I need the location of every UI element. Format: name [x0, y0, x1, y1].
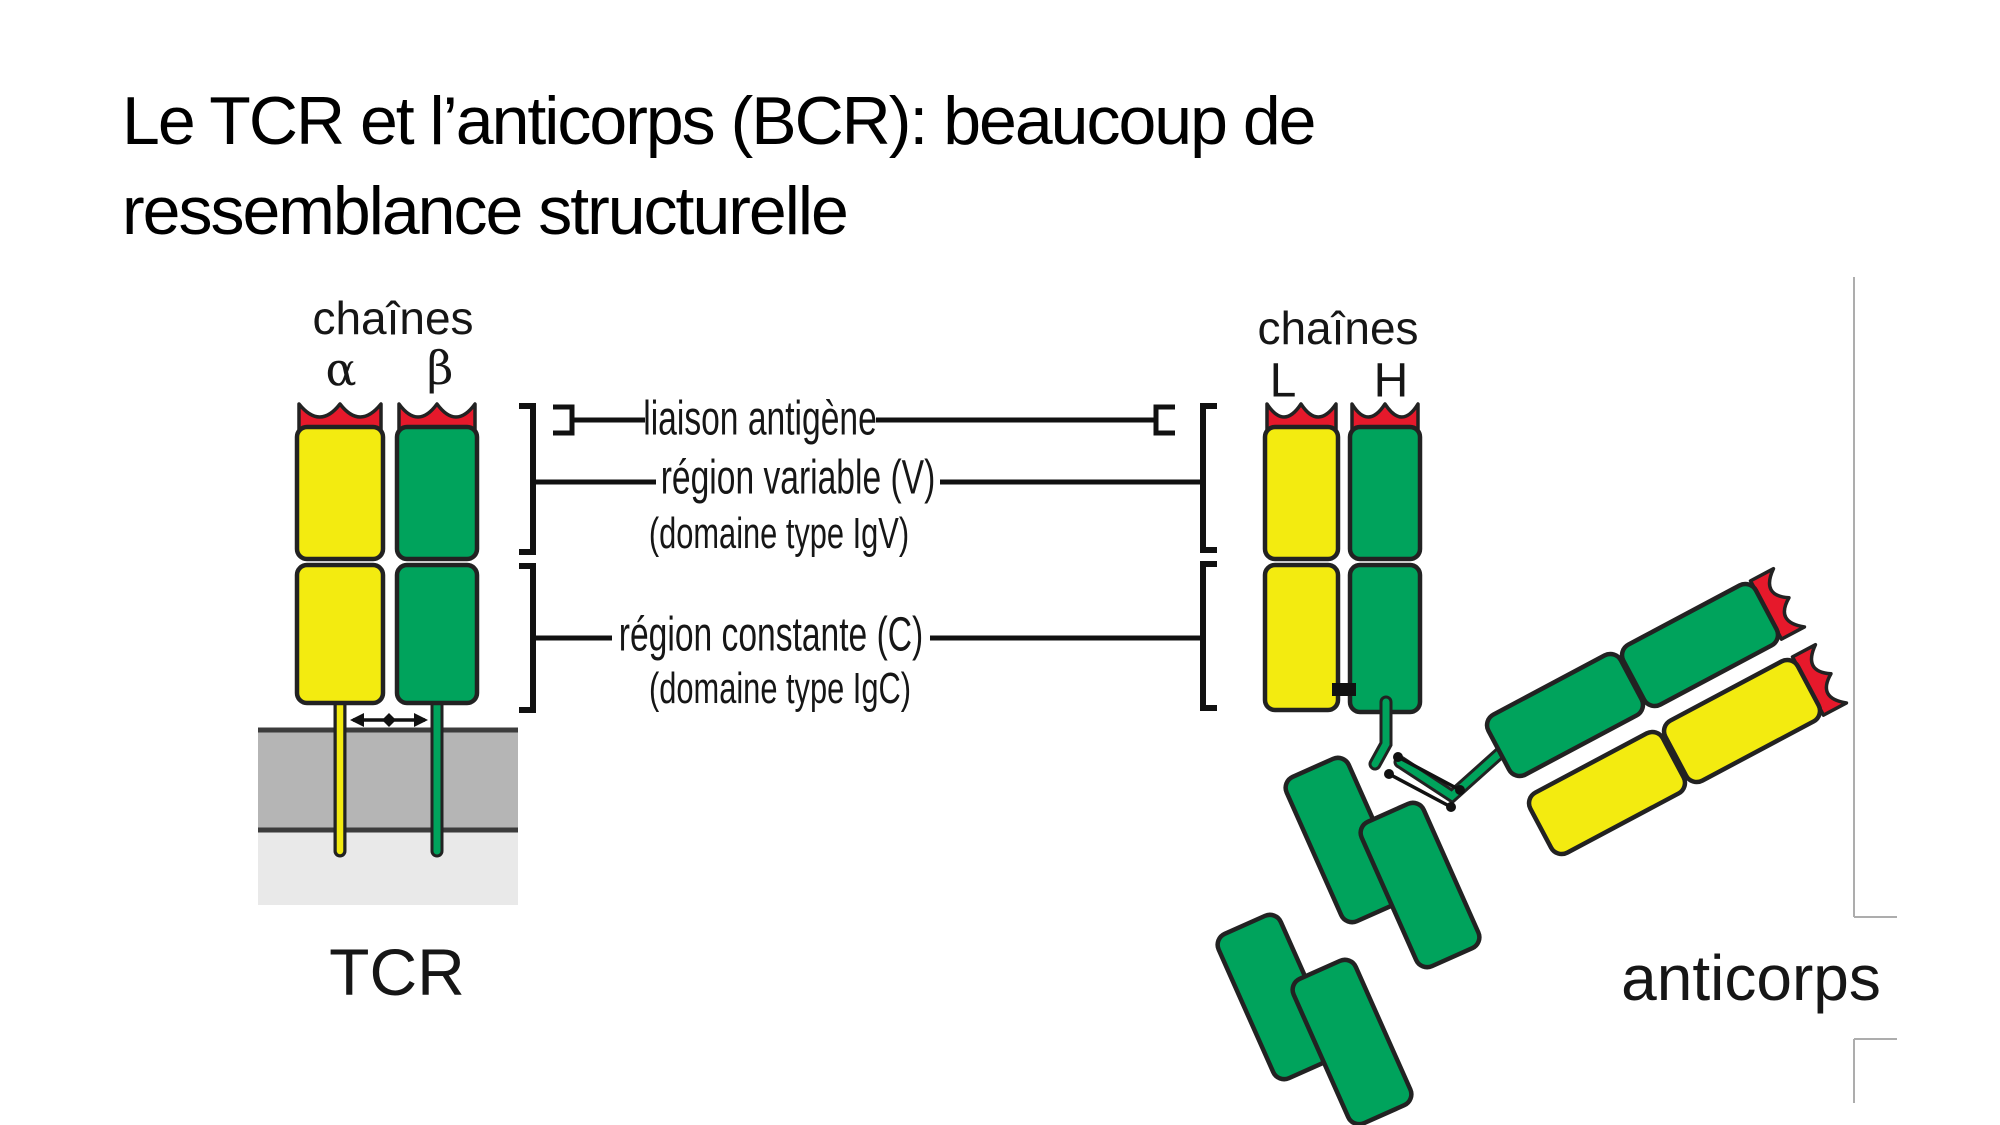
constant-domain-label: (domaine type IgC)	[649, 664, 911, 713]
arrowhead-right	[414, 713, 428, 727]
hinge-disulfide-2	[1388, 772, 1452, 809]
heavy-stem	[1371, 698, 1390, 768]
antibody-name-label: anticorps	[1621, 942, 1881, 1014]
light-heavy-connector	[1332, 683, 1356, 696]
variable-region-label: région variable (V)	[660, 451, 936, 505]
slide-title-line1: Le TCR et l’anticorps (BCR): beaucoup de	[122, 83, 1316, 159]
tcr-disulfide-bond	[350, 713, 428, 727]
beta-chain-label: β	[426, 341, 454, 395]
antibody-fc	[1215, 755, 1482, 1125]
hinge-disulfide-1	[1397, 755, 1461, 792]
beta-c-domain	[394, 562, 480, 706]
light-chain-label: L	[1269, 354, 1297, 408]
cell-membrane	[258, 727, 518, 905]
tcr-stems	[333, 693, 444, 858]
tcr-chains-label: chaînes	[312, 292, 474, 344]
bond-diamond	[382, 713, 396, 727]
antigen-binding-label: liaison antigène	[643, 392, 877, 446]
constant-region-label: région constante (C)	[618, 608, 924, 662]
left-variable-bracket	[519, 403, 536, 555]
tcr-alpha-chain	[294, 402, 386, 706]
bond-dot	[1446, 802, 1456, 812]
membrane-band	[258, 730, 518, 830]
slide-title-line2: ressemblance structurelle	[122, 173, 849, 249]
antigen-cap-right	[1153, 404, 1175, 436]
heavy-chain-label: H	[1373, 354, 1409, 408]
beta-v-domain	[394, 424, 480, 562]
slide-title: Le TCR et l’anticorps (BCR): beaucoup de…	[122, 76, 1316, 256]
heavy-v-domain	[1347, 424, 1423, 562]
antibody-chains-label: chaînes	[1257, 302, 1419, 354]
bond-dot	[1455, 785, 1465, 795]
bond-dot	[1384, 769, 1394, 779]
image-frame-artifact	[1853, 277, 1897, 1103]
right-constant-bracket	[1200, 561, 1217, 711]
variable-domain-label: (domaine type IgV)	[648, 509, 910, 558]
left-region-brackets	[519, 403, 536, 713]
antibody-hinge	[1368, 695, 1507, 812]
antibody-upper-fab	[1262, 402, 1423, 715]
cytoplasm-region	[258, 832, 518, 905]
alpha-chain-label: α	[325, 342, 357, 396]
light-v-domain	[1262, 424, 1341, 562]
fc-domain	[1358, 800, 1482, 970]
right-region-brackets	[1200, 403, 1217, 711]
light-c-domain	[1262, 562, 1341, 713]
fc-domain	[1290, 957, 1414, 1125]
tcr-beta-chain	[394, 402, 480, 706]
heavy2-c-domain	[1619, 581, 1781, 709]
heavy2-stem	[1396, 749, 1504, 801]
light2-v-domain	[1661, 657, 1823, 785]
antibody-right-fab	[1484, 566, 1849, 857]
right-variable-bracket	[1200, 403, 1217, 553]
annotation-lines	[535, 404, 1201, 641]
light2-antigen-site	[1790, 642, 1849, 717]
light2-c-domain	[1526, 729, 1688, 857]
arrowhead-left	[350, 713, 364, 727]
alpha-v-domain	[294, 424, 386, 562]
antigen-cap-left	[553, 404, 575, 436]
heavy-c-domain	[1347, 562, 1423, 715]
left-constant-bracket	[519, 563, 536, 713]
bond-dot	[1393, 752, 1403, 762]
tcr-name-label: TCR	[329, 935, 465, 1009]
heavy2-antigen-site	[1748, 566, 1807, 641]
alpha-c-domain	[294, 562, 386, 706]
